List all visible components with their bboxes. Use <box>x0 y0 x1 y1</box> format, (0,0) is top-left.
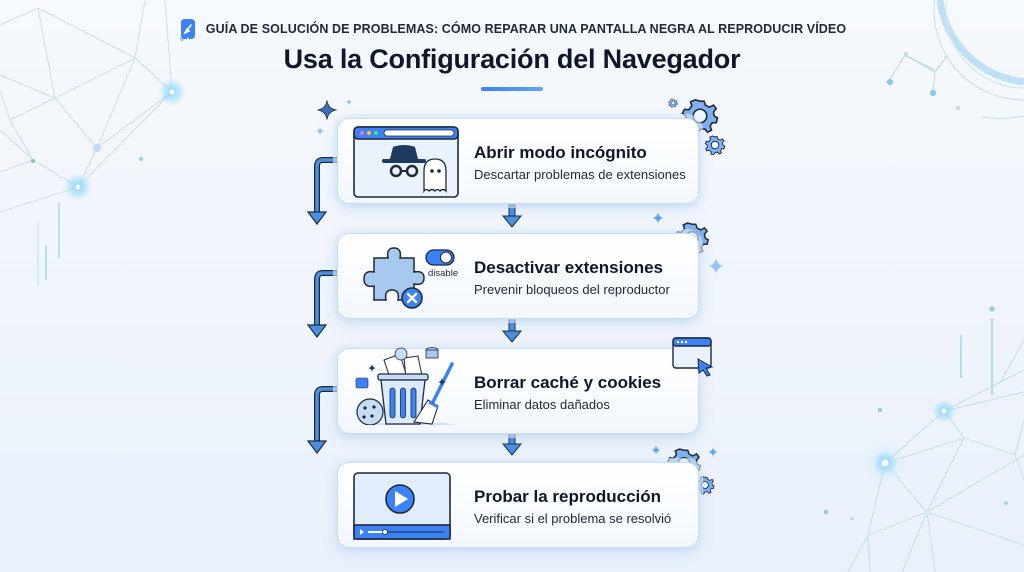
trash-broom-icon <box>355 347 457 425</box>
step-title: Desactivar extensiones <box>474 258 663 277</box>
step-card-incognito: Abrir modo incógnito Descartar problemas… <box>337 118 699 204</box>
header: GUÍA DE SOLUCIÓN DE PROBLEMAS: CÓMO REPA… <box>0 18 1024 40</box>
step-card-cache: Borrar caché y cookies Eliminar datos da… <box>337 337 714 434</box>
step-title: Probar la reproducción <box>474 487 662 506</box>
toggle-label: disable <box>428 268 459 279</box>
brand-logo-icon <box>180 19 195 39</box>
step-card-playback: Probar la reproducción Verificar si el p… <box>337 462 699 548</box>
browser-cursor-icon <box>672 337 714 377</box>
page-subtitle: GUÍA DE SOLUCIÓN DE PROBLEMAS: CÓMO REPA… <box>205 22 847 36</box>
page-title: Usa la Configuración del Navegador <box>283 44 741 74</box>
step-description: Eliminar datos dañados <box>474 397 610 412</box>
step-description: Verificar si el problema se resolvió <box>474 511 672 526</box>
step-title: Borrar caché y cookies <box>474 373 662 392</box>
incognito-browser-icon <box>353 126 459 198</box>
step-description: Prevenir bloqueos del reproductor <box>474 282 670 297</box>
step-title: Abrir modo incógnito <box>474 143 647 162</box>
step-card-extensions: disable Desactivar extensiones Prevenir … <box>337 233 699 319</box>
video-player-icon <box>353 472 451 540</box>
step-description: Descartar problemas de extensiones <box>474 167 686 182</box>
title-underline <box>481 87 543 91</box>
puzzle-extension-icon <box>363 247 455 309</box>
